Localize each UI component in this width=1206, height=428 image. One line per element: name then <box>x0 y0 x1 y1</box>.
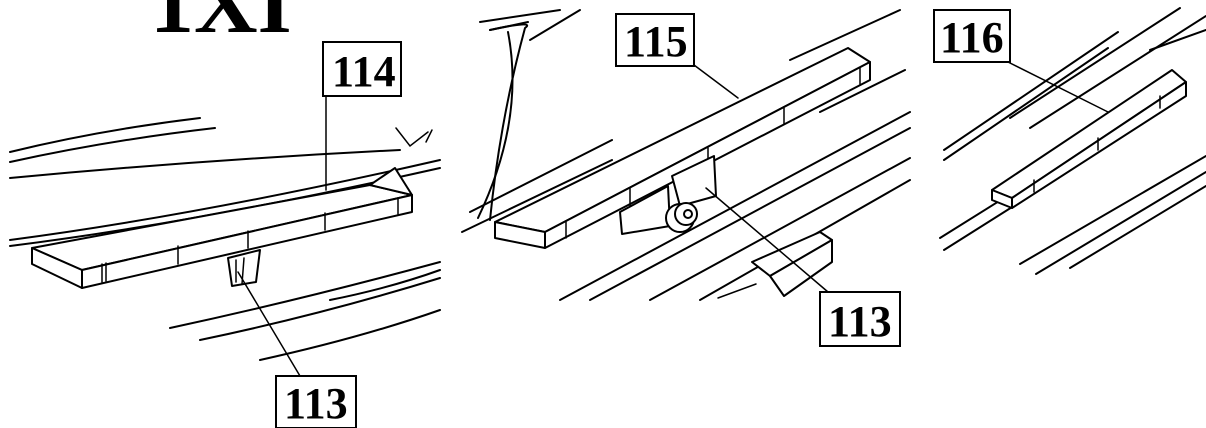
wall-curve <box>477 31 514 219</box>
wall-curve <box>489 21 529 31</box>
rail-line <box>469 139 613 213</box>
leader-line-113-left <box>237 271 301 377</box>
rail-line <box>589 127 911 301</box>
rail-line <box>461 159 613 233</box>
rail-line <box>819 69 906 113</box>
rail-line <box>1009 7 1181 119</box>
rail-line <box>649 157 911 301</box>
rail-line <box>1019 155 1206 265</box>
panel-left: 114 113 <box>9 41 441 428</box>
rail-line <box>529 9 581 41</box>
rail-line <box>1069 185 1206 269</box>
rail-line <box>9 127 216 163</box>
label-box-115 <box>615 13 695 67</box>
beam-116-side <box>1011 81 1187 209</box>
marker-tick <box>395 127 429 148</box>
panel-right: 116 <box>933 7 1206 275</box>
beam-114-side <box>81 194 413 289</box>
rail-line <box>9 149 401 179</box>
label-box-116 <box>933 9 1011 63</box>
label-116: 116 <box>940 13 1004 62</box>
rail-line <box>943 31 1119 151</box>
rail-line <box>1035 171 1206 275</box>
leader-line-116 <box>1007 61 1109 113</box>
label-box-113-left <box>275 375 357 428</box>
label-115: 115 <box>624 17 688 66</box>
rail-line <box>1149 29 1206 51</box>
beam-116-top <box>991 69 1187 199</box>
rail-line <box>9 159 441 241</box>
label-box-114 <box>322 41 402 97</box>
rail-line <box>199 277 441 341</box>
roller-axle <box>683 209 693 219</box>
rail-line <box>943 47 1109 161</box>
beam-114-far-end <box>369 167 413 196</box>
rail-line <box>169 261 441 329</box>
beam-114-top <box>31 184 413 271</box>
label-113-middle: 113 <box>828 297 892 346</box>
rail-line <box>9 117 201 153</box>
label-114: 114 <box>332 47 396 96</box>
rail-line <box>329 269 441 301</box>
marker-tick <box>425 129 433 143</box>
rail-line <box>559 111 911 301</box>
leader-line-115 <box>689 61 739 99</box>
label-box-113-middle <box>819 291 901 347</box>
leader-line-113-middle <box>705 187 829 293</box>
rail-line <box>717 283 757 299</box>
rail-line <box>259 309 441 361</box>
figure-title-fragment: 1XI <box>150 0 292 52</box>
panel-middle: 115 113 <box>461 9 911 347</box>
rail-line <box>789 9 901 61</box>
label-113-left: 113 <box>284 379 348 428</box>
rail-line <box>479 9 561 23</box>
rail-line <box>1029 15 1206 129</box>
